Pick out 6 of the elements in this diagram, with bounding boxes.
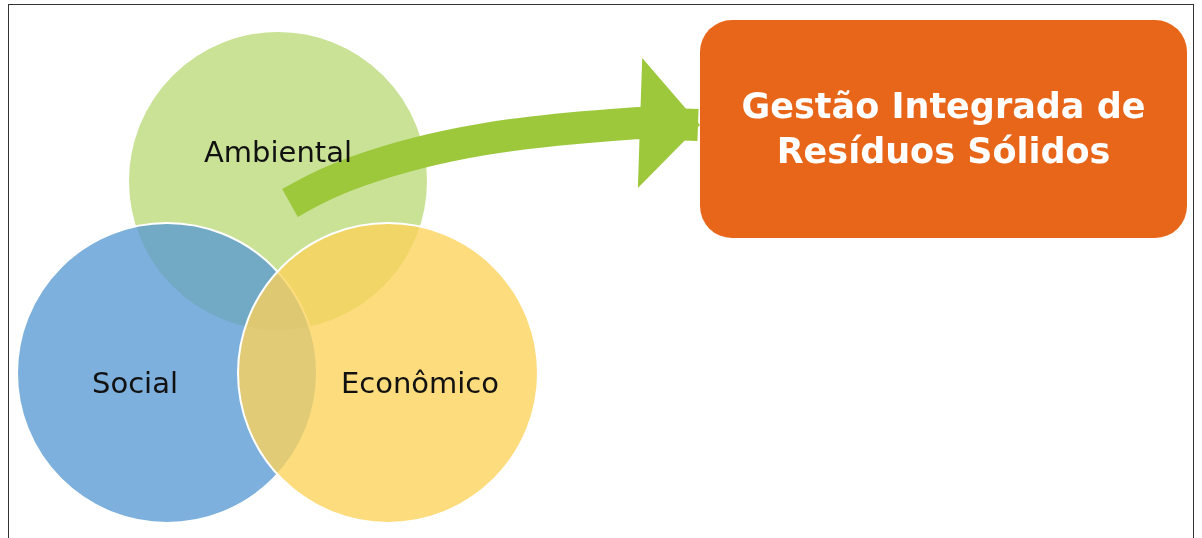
- title-box: [700, 20, 1187, 238]
- circle-label: Social: [92, 366, 178, 400]
- circle-label: Ambiental: [204, 135, 352, 169]
- box-title: Gestão Integrada de Resíduos Sólidos: [740, 84, 1147, 173]
- circle-label: Econômico: [340, 366, 500, 400]
- curved-arrow: [282, 58, 700, 217]
